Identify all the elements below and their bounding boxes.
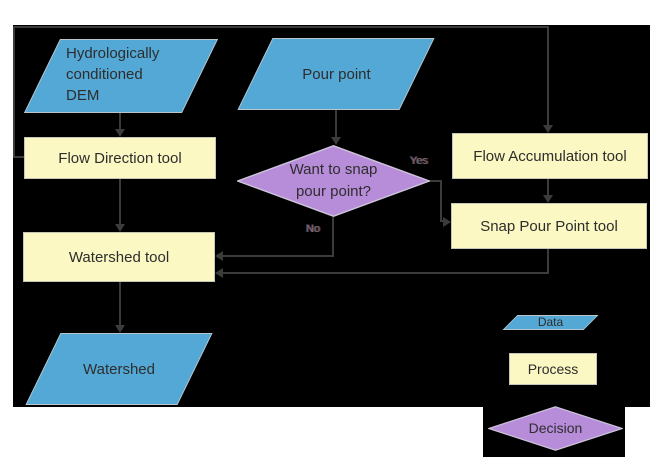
connector-fd-to-watershed-tool xyxy=(119,179,121,224)
connector-fa-to-snap xyxy=(547,179,549,195)
connector-fd-to-fa-right xyxy=(547,26,549,125)
arrowhead-into-snap-left xyxy=(443,217,451,227)
node-snap-pour-point-label: Snap Pour Point tool xyxy=(480,217,618,235)
connector-pour-point-to-decision xyxy=(335,110,337,137)
node-snap-pour-point: Snap Pour Point tool xyxy=(451,203,647,249)
arrowhead-into-watershed-tool-top xyxy=(115,224,125,232)
arrowhead-into-flow-accumulation xyxy=(543,125,553,133)
node-watershed-tool: Watershed tool xyxy=(23,232,215,282)
node-flow-direction: Flow Direction tool xyxy=(24,137,216,179)
arrowhead-into-snap-top xyxy=(543,195,553,203)
node-watershed-label: Watershed xyxy=(83,360,155,378)
connector-dem-to-fd xyxy=(119,113,121,129)
connector-yes-h1 xyxy=(429,180,442,182)
arrowhead-into-watershed-tool-right-upper xyxy=(215,251,223,261)
node-dem-label: Hydrologically conditioned DEM xyxy=(66,45,160,104)
node-pour-point-label: Pour point xyxy=(302,65,371,83)
connector-fd-to-fa-stub xyxy=(13,156,25,158)
node-flow-accumulation: Flow Accumulation tool xyxy=(452,133,648,179)
connector-no-v xyxy=(332,217,334,257)
connector-no-h xyxy=(223,255,334,257)
connector-fd-to-fa-top xyxy=(13,26,549,28)
connector-snap-h xyxy=(223,272,549,274)
connector-watershed-tool-to-watershed xyxy=(119,282,121,325)
edge-label-no: No xyxy=(306,223,321,235)
connector-yes-h2 xyxy=(440,220,445,222)
legend-process-label: Process xyxy=(527,361,579,377)
connector-fd-to-fa-left xyxy=(13,26,15,158)
node-decision-label: Want to snap pour point? xyxy=(289,161,378,200)
edge-label-yes: Yes xyxy=(410,155,428,167)
legend-decision-label: Decision xyxy=(528,420,583,436)
arrowhead-into-flow-direction xyxy=(115,129,125,137)
connector-snap-v xyxy=(547,249,549,274)
arrowhead-into-watershed-tool-right-lower xyxy=(215,268,223,278)
legend-data-label: Data xyxy=(537,315,564,329)
arrowhead-into-watershed xyxy=(115,325,125,333)
legend-process-shape: Process xyxy=(509,353,597,385)
legend-decision-shape xyxy=(488,406,623,451)
arrowhead-into-decision xyxy=(331,137,341,145)
node-flow-direction-label: Flow Direction tool xyxy=(58,149,182,167)
node-decision xyxy=(237,145,430,217)
connector-yes-v xyxy=(440,180,442,222)
node-watershed-tool-label: Watershed tool xyxy=(68,248,170,266)
node-flow-accumulation-label: Flow Accumulation tool xyxy=(473,147,627,165)
